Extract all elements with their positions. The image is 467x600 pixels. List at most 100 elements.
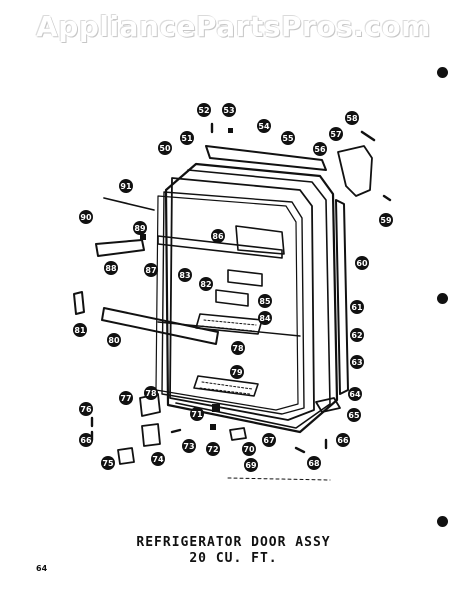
callout-bubble: [350, 300, 364, 314]
callout-number: 52: [198, 106, 209, 115]
callout-75: 75: [101, 456, 115, 470]
callout-60: 60: [355, 256, 369, 270]
door-closer: [229, 427, 247, 441]
callout-54: 54: [257, 119, 271, 133]
callout-bubble: [144, 263, 158, 277]
door-stop-clip: [73, 291, 85, 315]
mid-door-shelf: [195, 313, 263, 335]
callout-69: 69: [244, 458, 258, 472]
callout-86: 86: [211, 229, 225, 243]
callout-74: 74: [151, 452, 165, 466]
callout-number: 84: [259, 314, 271, 323]
callout-83: 83: [178, 268, 192, 282]
callout-bubble: [158, 141, 172, 155]
hinge-spacer: [117, 447, 135, 465]
callout-number: 79: [231, 368, 243, 377]
callout-90: 90: [79, 210, 93, 224]
egg-shelf-left: [95, 239, 145, 257]
butter-tray: [227, 269, 263, 287]
callout-number: 74: [152, 455, 164, 464]
callout-number: 80: [108, 336, 120, 345]
callout-63: 63: [350, 355, 364, 369]
top-shelf-bar: [103, 197, 155, 211]
callout-bubble: [379, 213, 393, 227]
callout-number: 90: [80, 213, 92, 222]
callout-79: 79: [230, 365, 244, 379]
bottom-right-hinge: [315, 397, 341, 413]
door-outer-panel: [164, 162, 339, 434]
callout-number: 55: [282, 134, 294, 143]
callout-number: 66: [80, 436, 92, 445]
callout-81: 81: [73, 323, 87, 337]
callout-bubble: [197, 103, 211, 117]
door-liner-inner: [161, 191, 305, 415]
callout-number: 81: [74, 326, 86, 335]
callout-bubble: [242, 442, 256, 456]
callout-85: 85: [258, 294, 272, 308]
callout-number: 56: [314, 145, 326, 154]
callout-number: 58: [346, 114, 358, 123]
callout-bubble: [222, 103, 236, 117]
callout-number: 61: [351, 303, 363, 312]
callout-number: 66: [337, 436, 349, 445]
callout-80: 80: [107, 333, 121, 347]
callout-bubble: [206, 442, 220, 456]
callout-68: 68: [307, 456, 321, 470]
diagram-title: REFRIGERATOR DOOR ASSY: [136, 535, 331, 550]
upper-shelf-rail: [157, 235, 283, 259]
dairy-compartment: [235, 225, 285, 255]
callout-bubble: [230, 365, 244, 379]
callout-number: 57: [330, 130, 341, 139]
callout-number: 76: [80, 405, 92, 414]
callout-bubble: [281, 131, 295, 145]
callout-number: 83: [179, 271, 190, 280]
page-number: 64: [36, 564, 48, 573]
callout-number: 68: [308, 459, 320, 468]
callout-bubble: [350, 355, 364, 369]
callout-78: 78: [144, 386, 158, 400]
callout-67: 67: [262, 433, 276, 447]
callout-bubble: [104, 261, 118, 275]
callout-bubble: [348, 387, 362, 401]
callout-number: 82: [200, 280, 211, 289]
callout-number: 67: [263, 436, 274, 445]
callout-bubble: [329, 127, 343, 141]
callout-number: 86: [212, 232, 224, 241]
callout-56: 56: [313, 142, 327, 156]
callout-88: 88: [104, 261, 118, 275]
callout-70: 70: [242, 442, 256, 456]
callout-bubble: [257, 119, 271, 133]
cap-plug: [210, 424, 216, 430]
callout-89: 89: [133, 221, 147, 235]
callout-bubble: [79, 210, 93, 224]
callout-53: 53: [222, 103, 236, 117]
callout-bubble: [151, 452, 165, 466]
callout-57: 57: [329, 127, 343, 141]
callout-bubble: [313, 142, 327, 156]
callout-bubble: [244, 458, 258, 472]
callout-bubble: [180, 131, 194, 145]
callout-bubble: [79, 433, 93, 447]
callout-bubble: [182, 439, 196, 453]
hinge-pin: [360, 130, 376, 142]
callout-65: 65: [347, 408, 361, 422]
shelf-divider-line: [157, 321, 301, 337]
callout-number: 85: [259, 297, 271, 306]
callout-bubble: [190, 407, 204, 421]
bottom-door-shelf: [193, 375, 259, 397]
callout-number: 75: [102, 459, 114, 468]
callout-number: 51: [181, 134, 193, 143]
callout-number: 54: [258, 122, 270, 131]
bottom-shelf-grille: [199, 381, 253, 395]
callout-bubble: [345, 111, 359, 125]
callout-87: 87: [144, 263, 158, 277]
callout-61: 61: [350, 300, 364, 314]
callout-bubble: [119, 391, 133, 405]
callout-number: 62: [351, 331, 362, 340]
callout-76: 76: [79, 402, 93, 416]
top-gasket-strip: [205, 145, 327, 171]
callout-number: 78: [145, 389, 157, 398]
